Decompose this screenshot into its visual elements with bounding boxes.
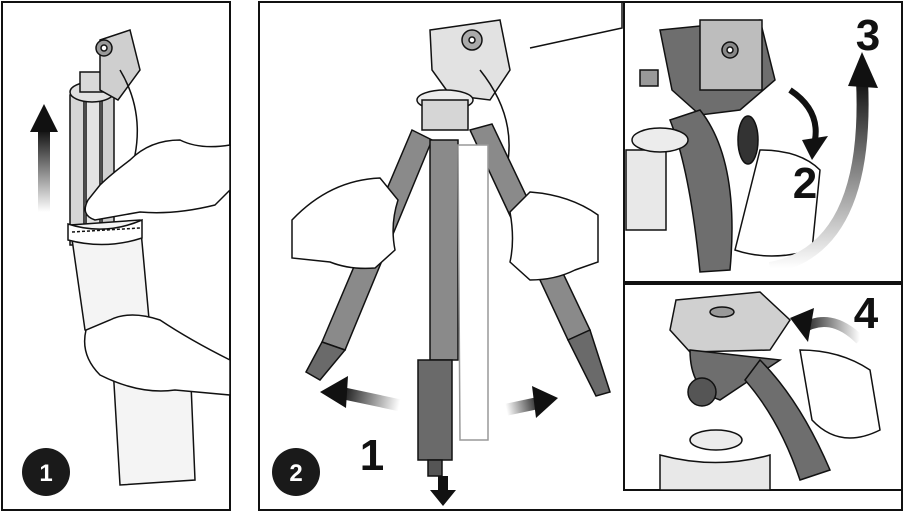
step-badge-2: 2 bbox=[272, 448, 320, 496]
step-badge-1-label: 1 bbox=[39, 460, 52, 487]
step-badge-1: 1 bbox=[22, 448, 70, 496]
panel-1: 1 bbox=[2, 2, 230, 510]
step-2-label: 2 bbox=[793, 159, 817, 208]
step-4-label: 4 bbox=[854, 289, 879, 338]
step-badge-2-label: 2 bbox=[289, 460, 302, 487]
inset-lower: 4 bbox=[624, 284, 902, 490]
step-1-label: 1 bbox=[360, 431, 384, 480]
inset-upper: 2 3 bbox=[624, 2, 902, 282]
step-3-label: 3 bbox=[856, 11, 880, 60]
